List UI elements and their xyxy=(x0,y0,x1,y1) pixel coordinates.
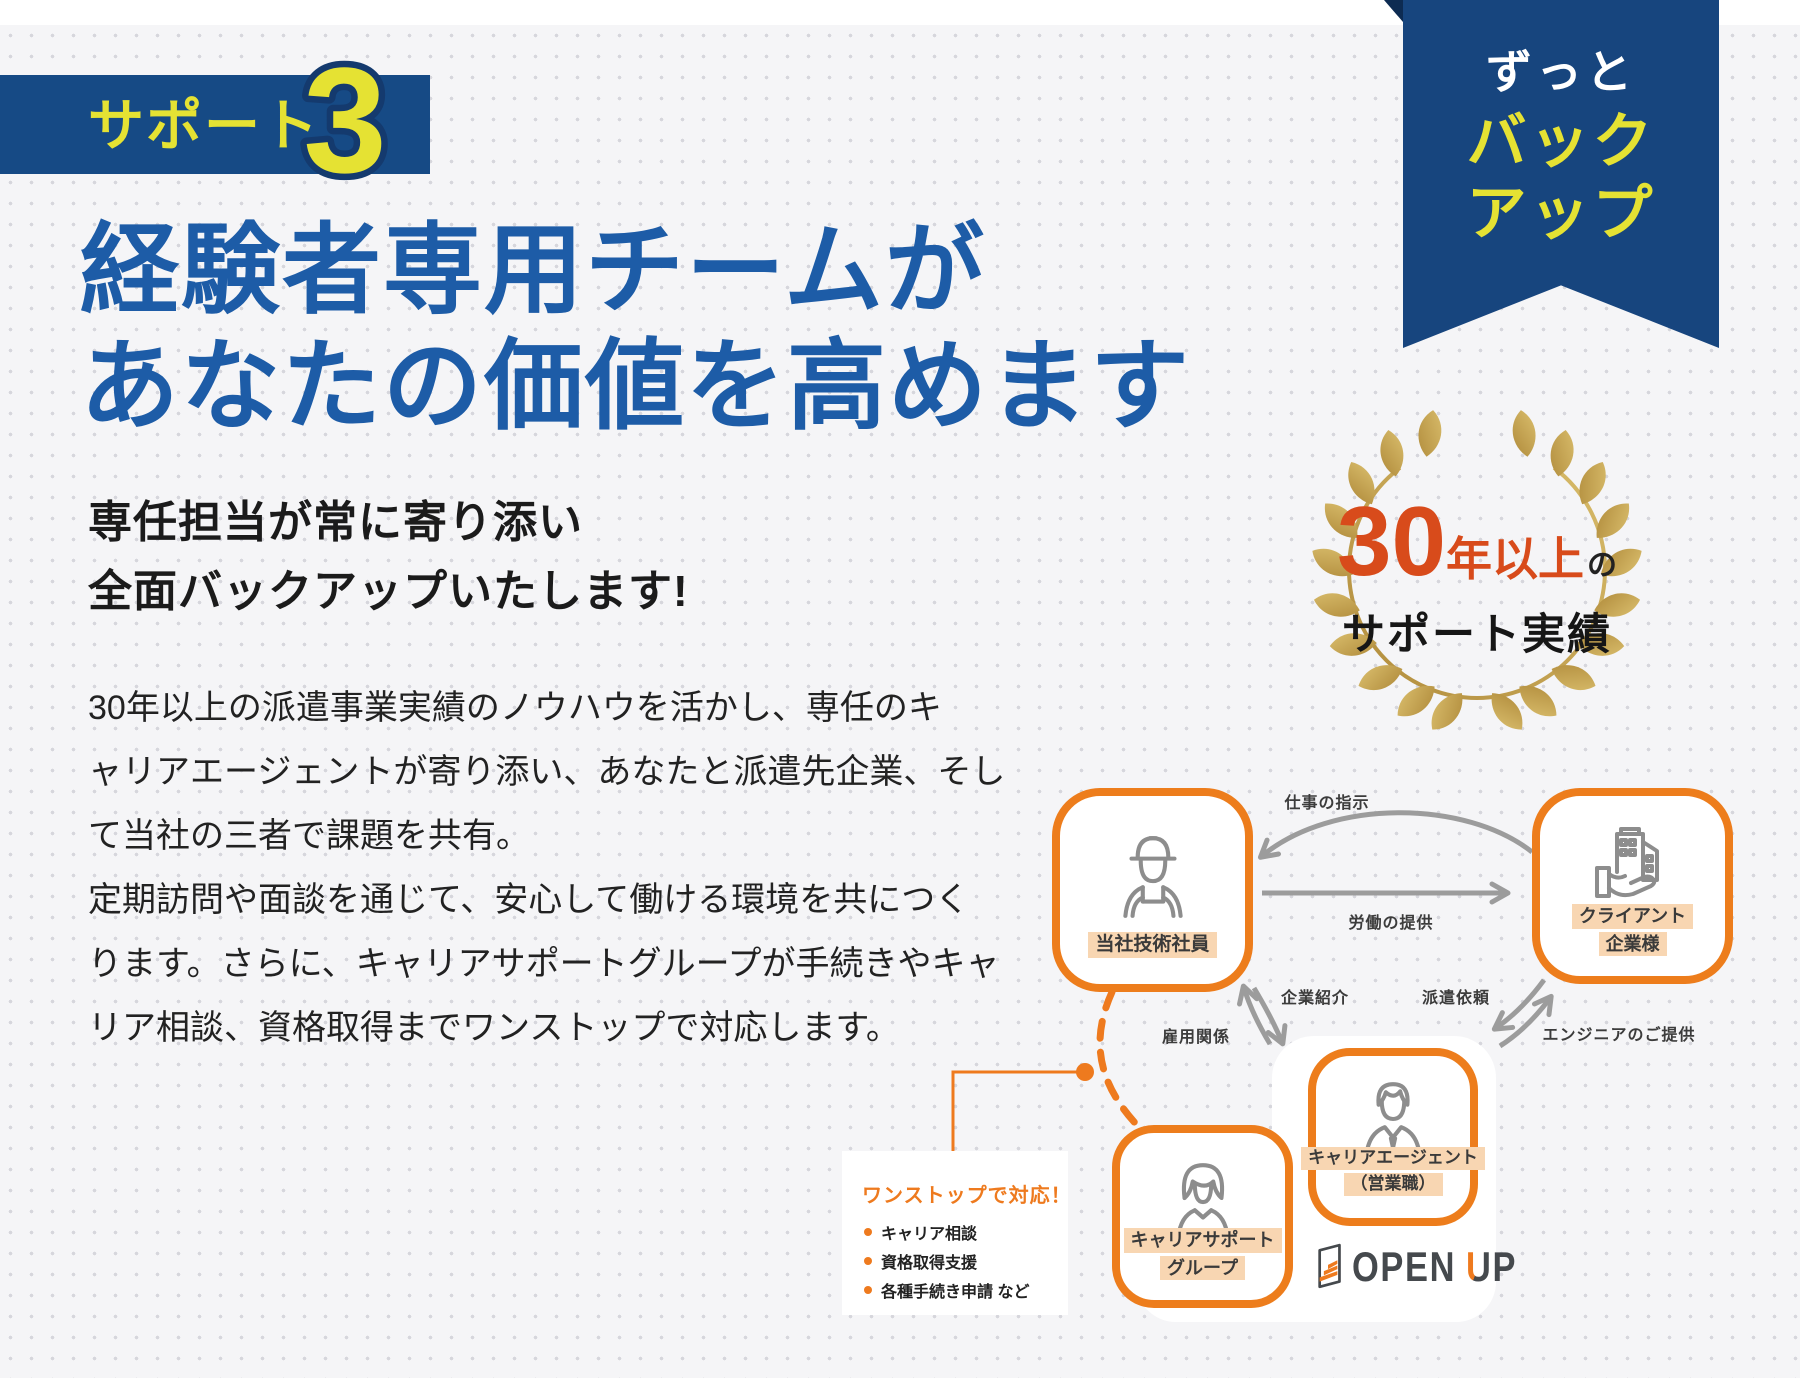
body-paragraph: 30年以上の派遣事業実績のノウハウを活かし、専任のキ ャリアエージェントが寄り添… xyxy=(88,676,1005,1060)
title-line-2: あなたの価値を高めます xyxy=(80,330,1191,441)
arrow-label-employment: 雇用関係 xyxy=(1161,1029,1231,1046)
logo-letter-u: U xyxy=(1466,1243,1493,1290)
badge-unit: 年以上 xyxy=(1446,533,1585,585)
arrow-label-work-order: 仕事の指示 xyxy=(1284,795,1370,812)
title-line-1: 経験者専用チームが xyxy=(80,214,987,325)
arrow-label-referral: 企業紹介 xyxy=(1280,990,1350,1007)
node-client-label-2: 企業様 xyxy=(1598,931,1667,956)
body-line: ります。さらに、キャリアサポートグループが手続きやキャ xyxy=(88,945,1000,983)
laurel-wreath-icon xyxy=(1300,395,1660,765)
bullet-dot-icon xyxy=(864,1285,872,1294)
subtitle-line-1: 専任担当が常に寄り添い xyxy=(88,498,583,547)
onestop-title: ワンストップで対応！ xyxy=(862,1185,1072,1207)
onestop-item: 資格取得支援 xyxy=(864,1246,1029,1275)
arrow-label-dispatch: 派遣依頼 xyxy=(1421,990,1491,1007)
subtitle-line-2: 全面バックアップいたします! xyxy=(88,567,689,616)
support-banner: サポート xyxy=(0,75,430,174)
node-client-card: クライアント 企業様 xyxy=(1532,788,1733,984)
node-agent-card: キャリアエージェント （営業職） xyxy=(1301,1048,1485,1226)
badge-number: 30 xyxy=(1336,486,1447,596)
node-support-label-2: グループ xyxy=(1160,1255,1245,1280)
ribbon-line-1: ずっと xyxy=(1486,46,1636,98)
node-support-card: キャリアサポート グループ xyxy=(1112,1125,1293,1308)
node-agent-label-2: （営業職） xyxy=(1343,1173,1443,1196)
onestop-item: キャリア相談 xyxy=(864,1217,1029,1246)
node-engineer-label: 当社技術社員 xyxy=(1088,932,1217,958)
node-engineer-card: 当社技術社員 xyxy=(1052,788,1253,992)
node-agent-label-1: キャリアエージェント xyxy=(1301,1147,1485,1171)
onestop-callout-box: ワンストップで対応！ キャリア相談 資格取得支援 各種手続き申請 など xyxy=(842,1151,1071,1315)
ribbon-line-2: バック xyxy=(1466,108,1656,175)
ribbon-line-3: アップ xyxy=(1466,180,1656,247)
onestop-item-label: 各種手続き申請 など xyxy=(881,1283,1030,1301)
arrow-label-labor: 労働の提供 xyxy=(1348,915,1434,932)
svg-text:3: 3 xyxy=(303,36,386,200)
body-line: 定期訪問や面談を通じて、安心して働ける環境を共につく xyxy=(88,881,970,919)
openup-logo: OPEN U P xyxy=(1312,1242,1553,1292)
logo-letter-p: P xyxy=(1492,1243,1518,1290)
node-support-label-1: キャリアサポート xyxy=(1123,1228,1282,1253)
node-client-label-1: クライアント xyxy=(1571,904,1694,929)
onestop-item-label: キャリア相談 xyxy=(881,1225,978,1243)
openup-wordmark: OPEN U P xyxy=(1352,1243,1517,1291)
page-title: 経験者専用チームが あなたの価値を高めます xyxy=(80,212,1191,444)
support-banner-number: 3 xyxy=(297,30,393,201)
badge-line-2: サポート実績 xyxy=(1342,611,1612,659)
body-line: リア相談、資格取得までワンストップで対応します。 xyxy=(88,1009,900,1047)
bullet-dot-icon xyxy=(864,1256,872,1265)
onestop-item-label: 資格取得支援 xyxy=(881,1254,978,1272)
page-subtitle: 専任担当が常に寄り添い 全面バックアップいたします! xyxy=(88,488,689,626)
badge-particle: の xyxy=(1587,549,1618,582)
body-line: ャリアエージェントが寄り添い、あなたと派遣先企業、そし xyxy=(88,753,1006,791)
onestop-item: 各種手続き申請 など xyxy=(864,1275,1029,1304)
open-door-icon xyxy=(1318,1243,1341,1289)
worker-icon xyxy=(1122,836,1183,918)
badge-line-1: 30 年以上 の xyxy=(1337,492,1617,590)
support-banner-label: サポート xyxy=(88,94,320,157)
ribbon-fold-triangle xyxy=(1384,0,1403,22)
bullet-dot-icon xyxy=(864,1227,872,1236)
arrow-label-engineer-supply: エンジニアのご提供 xyxy=(1542,1027,1696,1044)
body-line: て当社の三者で課題を共有。 xyxy=(88,817,530,855)
body-line: 30年以上の派遣事業実績のノウハウを活かし、専任のキ xyxy=(88,689,942,727)
logo-word-open: OPEN xyxy=(1352,1243,1457,1290)
building-hand-icon xyxy=(1594,827,1659,898)
